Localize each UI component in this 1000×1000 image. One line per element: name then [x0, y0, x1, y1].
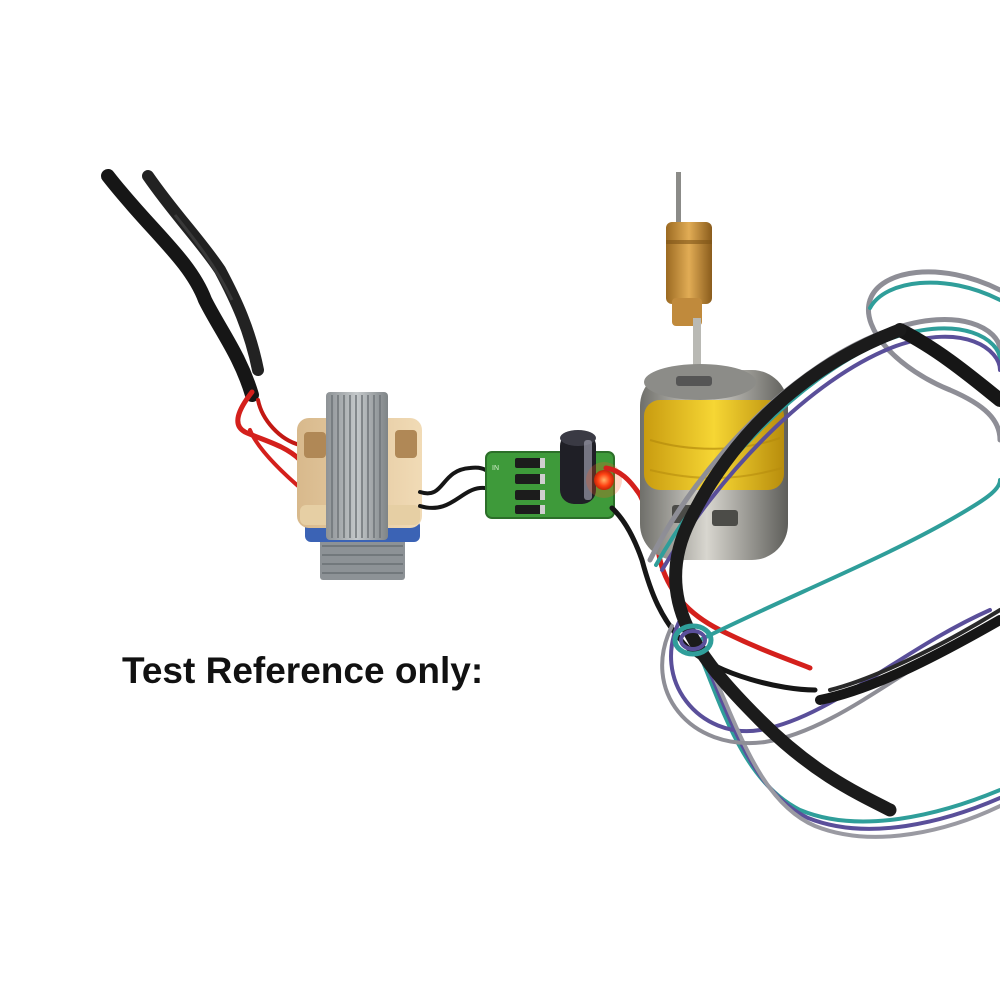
- transformer: [297, 392, 496, 580]
- output-cable: [647, 269, 1000, 839]
- rectifier-board: IN: [485, 430, 622, 519]
- svg-text:IN: IN: [492, 465, 499, 472]
- dc-motor: [640, 172, 788, 560]
- power-cable: [101, 169, 307, 494]
- caption-text: Test Reference only:: [122, 650, 484, 691]
